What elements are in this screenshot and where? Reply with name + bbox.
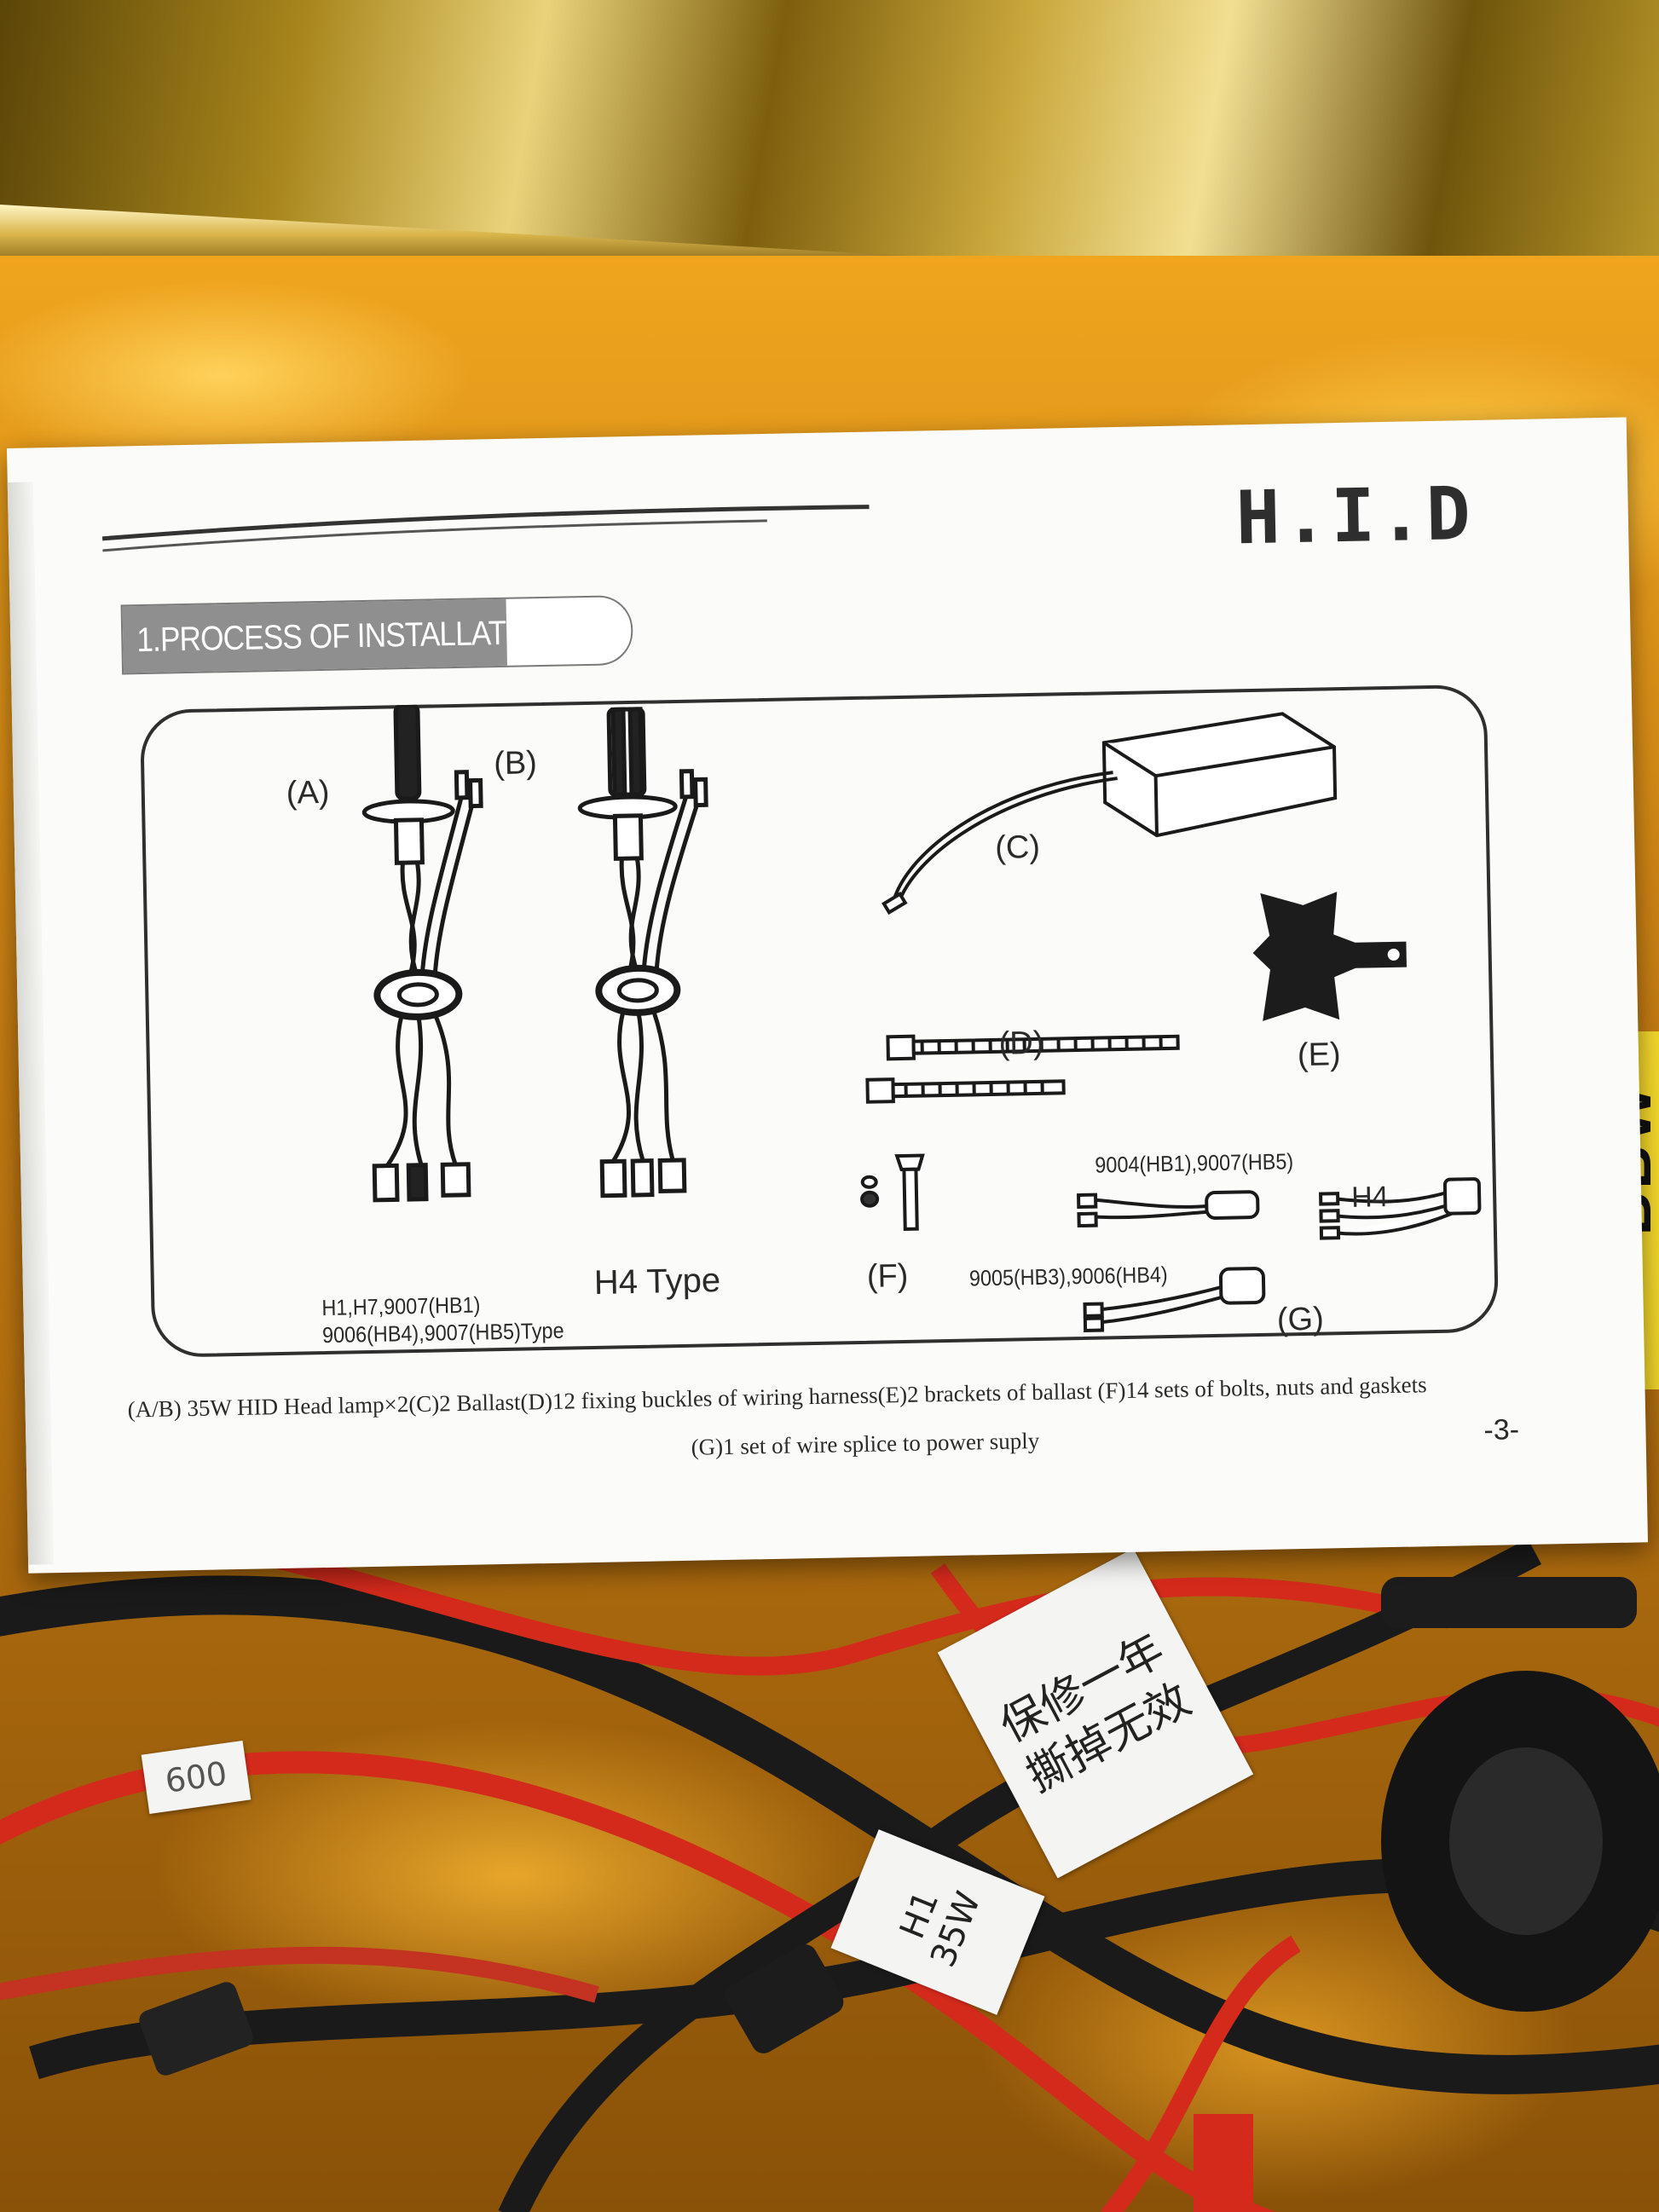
- diagram-labels: (A) (B) (C) (D) (E) (F) (G) H4 9004(HB1)…: [140, 684, 1499, 1358]
- label-f: (F): [866, 1257, 909, 1295]
- label-a: (A): [286, 774, 330, 811]
- label-e: (E): [1297, 1037, 1341, 1074]
- label-h4: H4: [1350, 1181, 1389, 1214]
- label-hb1-hb5: 9004(HB1),9007(HB5): [1095, 1148, 1294, 1178]
- wire-bundle: [0, 1525, 1659, 2212]
- section-title: 1.PROCESS OF INSTALLATION: [136, 613, 558, 660]
- label-c: (C): [994, 829, 1041, 866]
- label-g: (G): [1276, 1301, 1325, 1338]
- cable-ties-illustration: [865, 1034, 1180, 1104]
- wire-splice-illustration: [1077, 1177, 1482, 1332]
- parts-diagram: [361, 702, 1482, 1332]
- h1-bulb-illustration: [361, 702, 483, 1203]
- label-h4-type: H4 Type: [593, 1262, 721, 1302]
- label-d: (D): [998, 1025, 1044, 1062]
- label-hb3-hb4: 9005(HB3),9006(HB4): [968, 1262, 1168, 1291]
- h4-bulb-illustration: [577, 707, 708, 1198]
- decorative-header-lines: [101, 505, 870, 552]
- parts-caption-line2: (G)1 set of wire splice to power suply: [691, 1427, 1040, 1460]
- ballast-illustration: [882, 712, 1338, 915]
- section-header: 1.PROCESS OF INSTALLATION: [120, 594, 634, 675]
- parts-caption-line1: (A/B) 35W HID Head lamp×2(C)2 Ballast(D)…: [127, 1372, 1427, 1423]
- brand-title: H.I.D: [1234, 471, 1475, 562]
- bolts-nuts-illustration: [860, 1153, 925, 1231]
- 600-tag-text: 600: [163, 1754, 229, 1800]
- label-b: (B): [493, 745, 538, 783]
- label-h1-type-line2: 9006(HB4),9007(HB5)Type: [321, 1317, 564, 1349]
- instruction-manual-page: H.I.D 1.PROCESS OF INSTALLATION: [7, 417, 1648, 1574]
- page-number: -3-: [1483, 1413, 1520, 1447]
- label-h1-type-line1: H1,H7,9007(HB1): [321, 1291, 481, 1321]
- ballast-bracket-illustration: [1252, 892, 1407, 1021]
